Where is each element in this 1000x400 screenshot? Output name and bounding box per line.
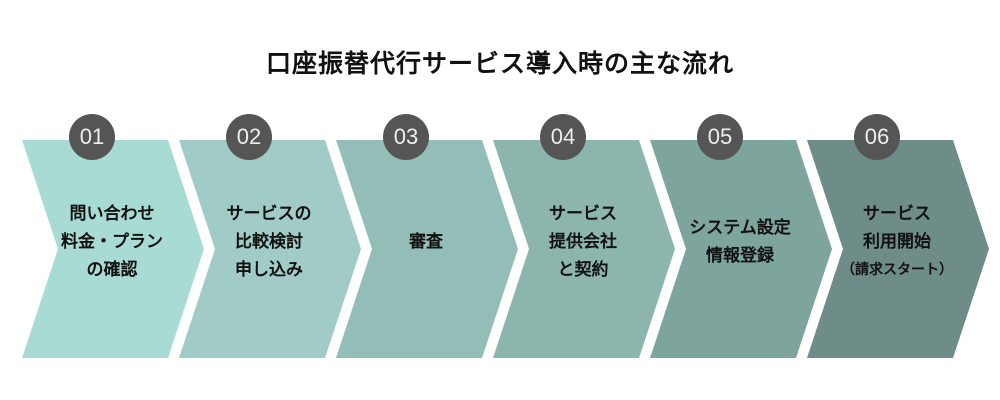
chevron-step-5 — [650, 140, 832, 358]
step-label-line: 問い合わせ — [69, 204, 155, 224]
step-label-line: 利用開始 — [863, 232, 931, 252]
step-label: システム設定情報登録 — [660, 214, 820, 270]
step-label-line: 審査 — [409, 232, 443, 252]
step-label-line: 比較検討 — [235, 232, 303, 252]
diagram-title: 口座振替代行サービス導入時の主な流れ — [265, 49, 734, 78]
step-label: 審査 — [346, 228, 506, 256]
step-label-line: サービスの — [226, 204, 312, 224]
step-label: サービスの比較検討申し込み — [189, 200, 349, 284]
step-label-line: サービス — [549, 204, 617, 224]
step-label-line: 申し込み — [235, 260, 303, 280]
step-label: 問い合わせ料金・プランの確認 — [32, 200, 192, 284]
step-label-line: 提供会社 — [549, 232, 617, 252]
step-label-line: 料金・プラン — [61, 232, 163, 252]
step-label-line: （請求スタート） — [841, 262, 953, 278]
step-label-line: システム設定 — [689, 218, 791, 238]
chevron-step-6 — [807, 140, 989, 358]
step-label-line: 情報登録 — [706, 246, 774, 266]
chevron-step-3 — [336, 140, 518, 358]
chevron-step-1 — [22, 140, 204, 358]
step-number-badge: 06 — [854, 114, 900, 160]
step-label-line: サービス — [863, 204, 931, 224]
step-number-badge: 04 — [540, 114, 586, 160]
step-label-line: と契約 — [557, 260, 609, 280]
chevron-step-2 — [179, 140, 361, 358]
step-label: サービス利用開始 （請求スタート） — [817, 200, 977, 284]
chevron-step-4 — [493, 140, 675, 358]
step-number-badge: 02 — [226, 114, 272, 160]
step-number-badge: 03 — [383, 114, 429, 160]
step-number-badge: 01 — [69, 114, 115, 160]
step-label-line: の確認 — [86, 260, 138, 280]
step-number-badge: 05 — [697, 114, 743, 160]
step-label: サービス提供会社と契約 — [503, 200, 663, 284]
